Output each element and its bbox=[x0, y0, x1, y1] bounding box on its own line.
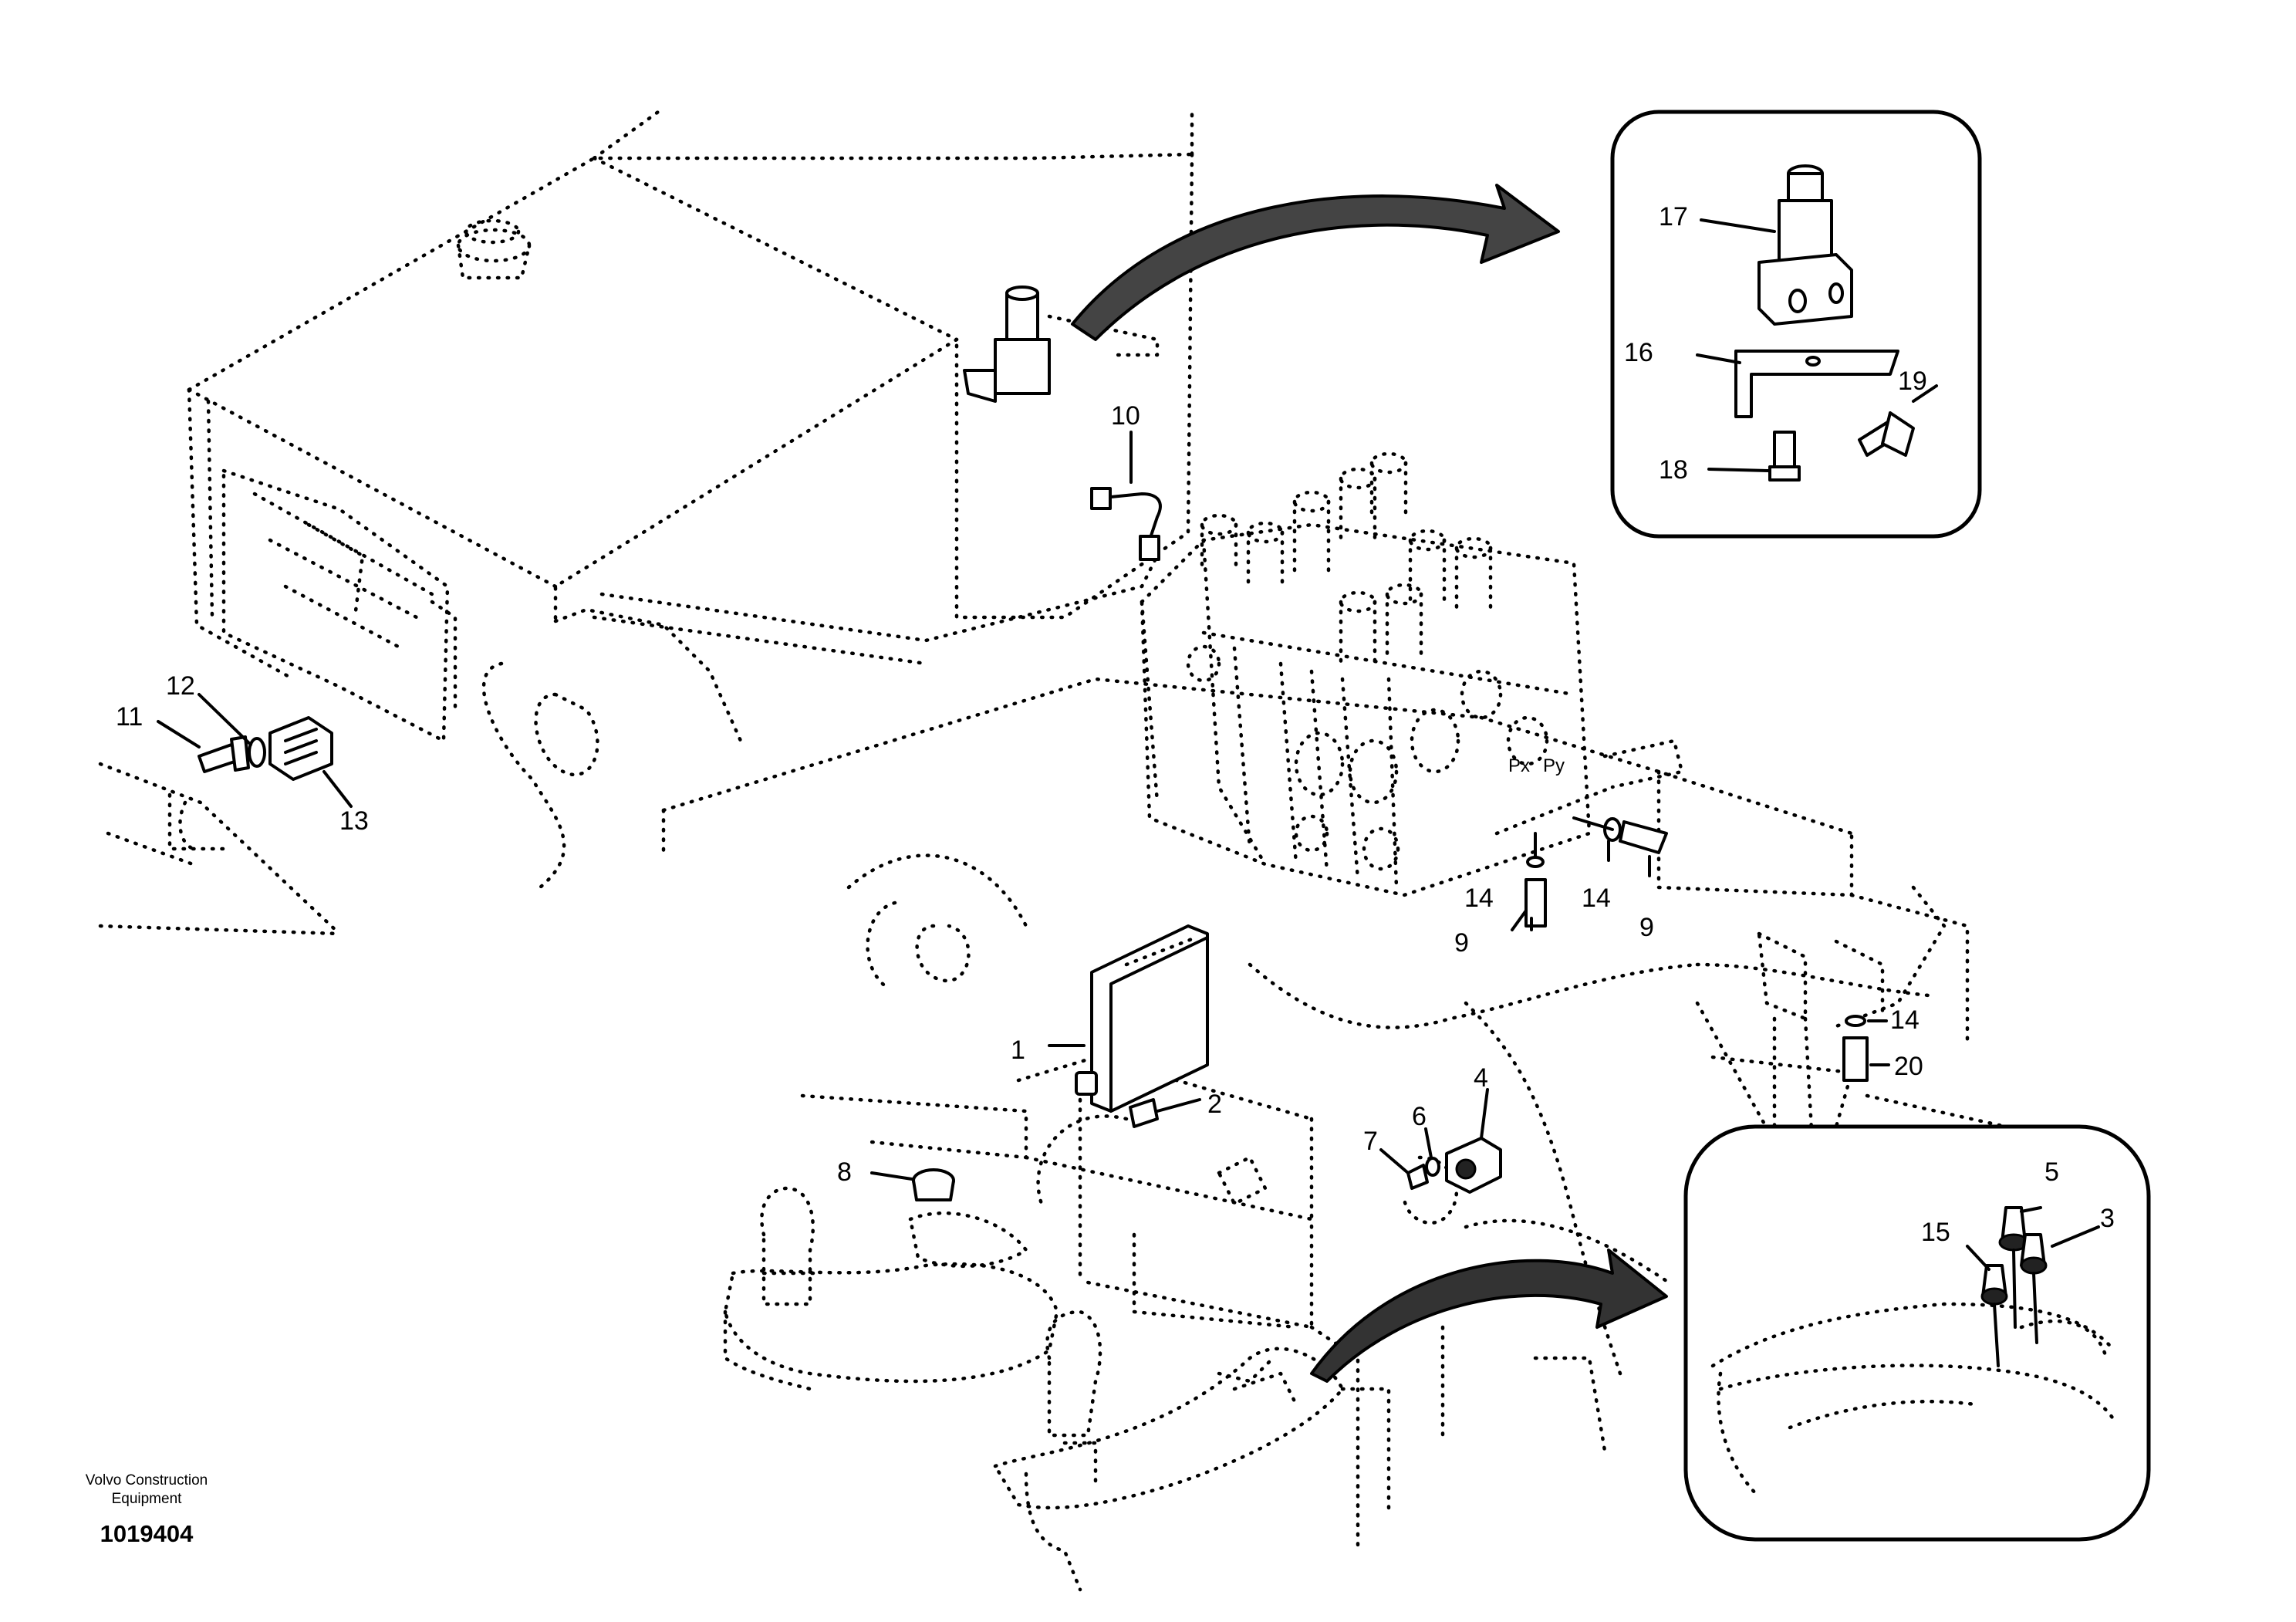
port-label-py: Py bbox=[1543, 755, 1565, 776]
callout-6: 6 bbox=[1412, 1102, 1427, 1131]
callout-4: 4 bbox=[1474, 1063, 1488, 1093]
part-11-12-13-cluster bbox=[157, 693, 353, 808]
part-10-harness bbox=[1090, 431, 1162, 561]
callout-14a: 14 bbox=[1464, 884, 1494, 913]
callout-9a: 9 bbox=[1454, 928, 1469, 958]
callout-20: 20 bbox=[1894, 1052, 1923, 1081]
part-1-ecu bbox=[1048, 924, 1209, 1128]
callout-12: 12 bbox=[166, 671, 195, 701]
callout-14b: 14 bbox=[1582, 884, 1611, 913]
callout-8: 8 bbox=[837, 1157, 852, 1187]
callout-14c: 14 bbox=[1890, 1005, 1920, 1035]
callout-19: 19 bbox=[1898, 367, 1927, 396]
parts-14-20-right bbox=[1842, 1015, 1890, 1082]
footer: Volvo Construction Equipment 1019404 bbox=[86, 1472, 208, 1547]
company-line-1: Volvo Construction bbox=[86, 1472, 208, 1489]
callout-9b: 9 bbox=[1639, 913, 1654, 942]
callout-2: 2 bbox=[1207, 1090, 1222, 1119]
detail-inset-bottom bbox=[1683, 1124, 2151, 1542]
callout-17: 17 bbox=[1659, 202, 1688, 231]
parts-4-6-7-8 bbox=[870, 1088, 1502, 1201]
parts-9-14-ports bbox=[1511, 816, 1668, 931]
callout-10: 10 bbox=[1111, 401, 1140, 431]
control-valve-block bbox=[1140, 451, 1684, 897]
callout-18: 18 bbox=[1659, 455, 1688, 485]
drawing-number: 1019404 bbox=[100, 1520, 194, 1547]
callout-5: 5 bbox=[2044, 1157, 2059, 1187]
callout-13: 13 bbox=[339, 806, 369, 836]
callout-16: 16 bbox=[1624, 338, 1653, 367]
callout-labels: 1 2 3 4 5 6 7 8 9 9 10 11 12 13 14 14 14… bbox=[116, 202, 2115, 1247]
callout-3: 3 bbox=[2100, 1204, 2115, 1233]
detail-inset-top bbox=[1610, 110, 1982, 539]
callout-11: 11 bbox=[116, 702, 143, 732]
curved-arrow-top bbox=[1071, 184, 1560, 341]
company-line-2: Equipment bbox=[112, 1491, 183, 1507]
callout-1: 1 bbox=[1011, 1036, 1025, 1065]
solenoid-valve-small bbox=[963, 286, 1160, 403]
port-label-px: Px bbox=[1508, 755, 1530, 776]
callout-7: 7 bbox=[1363, 1127, 1378, 1156]
machine-outline bbox=[98, 106, 2008, 1592]
curved-arrow-bottom bbox=[1310, 1249, 1668, 1383]
callout-15: 15 bbox=[1921, 1218, 1950, 1247]
